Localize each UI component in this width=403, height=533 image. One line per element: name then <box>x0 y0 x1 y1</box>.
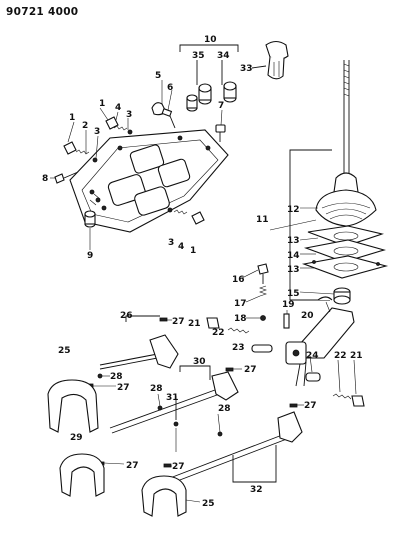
bushing-group <box>179 44 239 112</box>
callout-2: 2 <box>82 121 88 131</box>
transmission-cover <box>69 129 229 233</box>
callout-35: 35 <box>192 51 205 61</box>
callout-23: 23 <box>232 343 245 353</box>
callout-21-left: 21 <box>188 319 201 329</box>
callout-32: 32 <box>250 485 263 495</box>
callout-27-e: 27 <box>126 461 139 471</box>
callout-34: 34 <box>217 51 230 61</box>
callout-4-top: 4 <box>115 103 121 113</box>
callout-1-left: 1 <box>69 113 75 123</box>
callout-17: 17 <box>234 299 247 309</box>
shift-boot <box>315 189 377 227</box>
callout-26: 26 <box>120 311 133 321</box>
callout-15: 15 <box>287 289 300 299</box>
detent-parts <box>206 317 365 407</box>
callout-29: 29 <box>70 433 83 443</box>
callout-4-right: 4 <box>178 242 184 252</box>
callout-27-c: 27 <box>244 365 257 375</box>
shift-forks <box>47 379 187 517</box>
callout-6: 6 <box>167 83 173 93</box>
callout-22-left: 22 <box>212 328 225 338</box>
callout-25-top: 25 <box>58 346 71 356</box>
callout-24: 24 <box>306 351 319 361</box>
callout-28-a: 28 <box>110 372 123 382</box>
callout-27-f: 27 <box>172 462 185 472</box>
callout-28-c: 28 <box>218 404 231 414</box>
callout-3-left: 3 <box>94 127 100 137</box>
bracket-32 <box>232 445 277 483</box>
callout-3-right: 3 <box>168 238 174 248</box>
callout-18: 18 <box>234 314 247 324</box>
callout-19: 19 <box>282 300 295 310</box>
callout-33: 33 <box>240 64 253 74</box>
callouts: 10 35 34 33 5 6 7 1 4 3 1 2 3 8 9 3 4 1 … <box>42 35 363 509</box>
select-parts <box>257 263 355 387</box>
callout-13-upper: 13 <box>287 236 300 246</box>
callout-27-a: 27 <box>172 317 185 327</box>
callout-9: 9 <box>87 251 93 261</box>
callout-1-top: 1 <box>99 99 105 109</box>
callout-20: 20 <box>301 311 314 321</box>
diagram-code: 90721 4000 <box>6 6 79 18</box>
callout-27-d: 27 <box>304 401 317 411</box>
callout-31: 31 <box>166 393 179 403</box>
leader-lines <box>50 80 357 503</box>
callout-7: 7 <box>218 101 224 111</box>
callout-1-right: 1 <box>190 246 196 256</box>
shift-lever <box>333 60 359 196</box>
bracket-30 <box>179 365 211 380</box>
shift-rails <box>85 317 303 484</box>
callout-28-b: 28 <box>150 384 163 394</box>
callout-8: 8 <box>42 174 48 184</box>
callout-12: 12 <box>287 205 300 215</box>
callout-10: 10 <box>204 35 217 45</box>
shift-knob <box>251 40 289 80</box>
callout-14: 14 <box>287 251 300 261</box>
callout-30: 30 <box>193 357 206 367</box>
lever-collar <box>333 287 351 305</box>
callout-22-right: 22 <box>334 351 347 361</box>
callout-3-top: 3 <box>126 110 132 120</box>
callout-11: 11 <box>256 215 269 225</box>
callout-16: 16 <box>232 275 245 285</box>
cover-fasteners <box>54 102 226 228</box>
callout-21-right: 21 <box>350 351 363 361</box>
callout-27-b: 27 <box>117 383 130 393</box>
callout-5: 5 <box>155 71 161 81</box>
callout-13-lower: 13 <box>287 265 300 275</box>
gasket-plates <box>301 225 389 279</box>
bracket-26 <box>125 315 160 322</box>
callout-25-bottom: 25 <box>202 499 215 509</box>
